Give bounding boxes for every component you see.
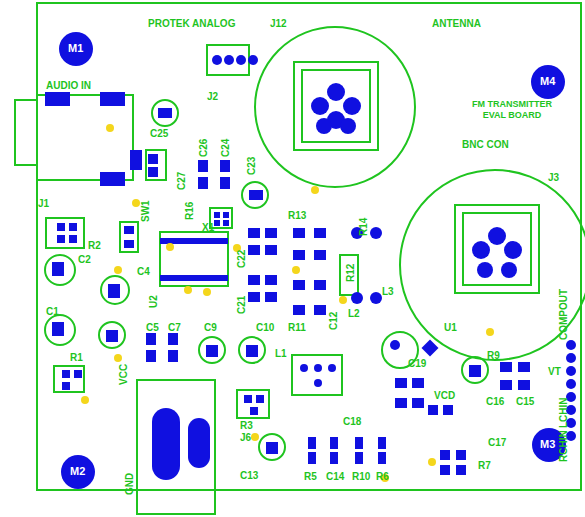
part-designator: U2 — [148, 295, 159, 308]
part-designator: C5 — [146, 322, 159, 333]
part-designator: C14 — [326, 471, 344, 482]
part-designator: AUDIO IN — [46, 80, 91, 91]
part-designator: C22 — [236, 250, 247, 268]
part-designator: PROTEK ANALOG — [148, 18, 235, 29]
part-designator: ANTENNA — [432, 18, 481, 29]
part-designator: C4 — [137, 266, 150, 277]
part-designator: L1 — [275, 348, 287, 359]
part-designator: C18 — [343, 416, 361, 427]
part-designator: R14 — [358, 218, 369, 236]
mount-hole-label: M2 — [70, 466, 85, 477]
part-designator: C17 — [488, 437, 506, 448]
part-designator: C7 — [168, 322, 181, 333]
part-designator: C27 — [176, 172, 187, 190]
part-designator: C9 — [204, 322, 217, 333]
part-designator: C24 — [220, 139, 231, 157]
part-designator: R11 — [288, 322, 306, 333]
part-designator: C26 — [198, 139, 209, 157]
part-designator: VT — [548, 366, 561, 377]
part-designator: C13 — [240, 470, 258, 481]
part-designator: X1 — [202, 222, 214, 233]
board-title: FM TRANSMITTER EVAL BOARD — [460, 99, 564, 121]
mount-hole-label: M4 — [540, 76, 555, 87]
part-designator: RCHIN — [558, 430, 569, 462]
part-designator: R7 — [478, 460, 491, 471]
part-designator: J3 — [548, 172, 559, 183]
part-designator: C25 — [150, 128, 168, 139]
part-designator: C19 — [408, 358, 426, 369]
part-designator: J1 — [38, 198, 49, 209]
part-designator: C10 — [256, 322, 274, 333]
part-designator: VCD — [434, 390, 455, 401]
part-designator: R3 — [240, 420, 253, 431]
part-designator: R13 — [288, 210, 306, 221]
part-designator: J6 — [240, 432, 251, 443]
part-designator: C1 — [46, 306, 59, 317]
part-designator: C15 — [516, 396, 534, 407]
part-designator: VCC — [118, 364, 129, 385]
part-designator: C12 — [328, 312, 339, 330]
part-designator: C21 — [236, 296, 247, 314]
part-designator: C2 — [78, 254, 91, 265]
part-designator: COMPOUT — [558, 289, 569, 340]
part-designator: C16 — [486, 396, 504, 407]
part-designator: R16 — [184, 202, 195, 220]
part-designator: R5 — [304, 471, 317, 482]
part-designator: L2 — [348, 308, 360, 319]
part-designator: R10 — [352, 471, 370, 482]
part-designator: R9 — [487, 350, 500, 361]
part-designator: J2 — [207, 91, 218, 102]
part-designator: J12 — [270, 18, 287, 29]
part-designator: R2 — [88, 240, 101, 251]
part-designator: R1 — [70, 352, 83, 363]
part-designator: R6 — [376, 471, 389, 482]
part-designator: U1 — [444, 322, 457, 333]
part-designator: GND — [124, 473, 135, 495]
part-designator: SW1 — [140, 200, 151, 222]
mount-hole-label: M1 — [68, 43, 83, 54]
mount-hole-label: M3 — [540, 439, 555, 450]
part-designator: C23 — [246, 157, 257, 175]
part-designator: LCHIN — [558, 397, 569, 428]
part-designator: L3 — [382, 286, 394, 297]
part-designator: R12 — [345, 264, 356, 282]
part-designator: BNC CON — [462, 139, 509, 150]
